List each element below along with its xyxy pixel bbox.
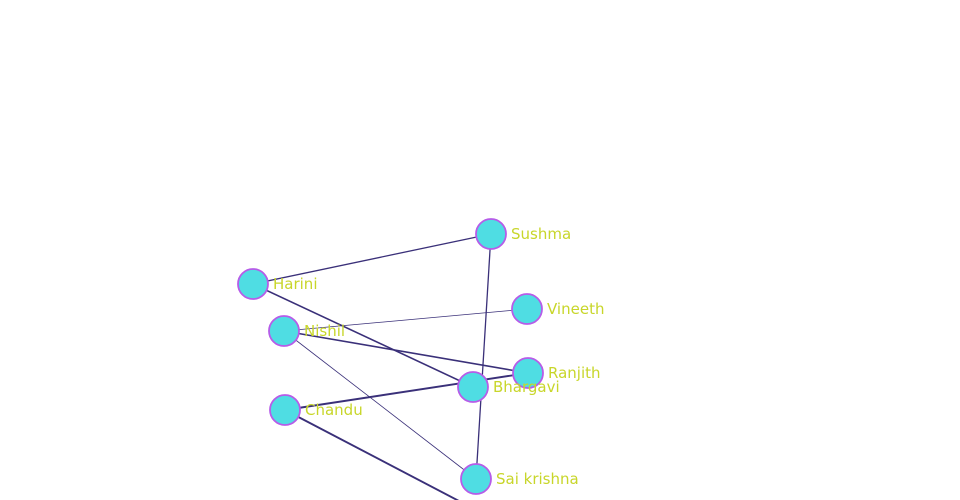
node-circle[interactable] <box>512 357 544 389</box>
node-harini[interactable]: Harini <box>237 268 317 300</box>
edge-sushma-saikrishna <box>475 233 492 480</box>
nodes-layer: Harini SushmaVineethNishilRanjithBhargavi… <box>237 218 604 495</box>
node-saikrishna[interactable]: Sai krishna <box>460 463 579 495</box>
node-circle[interactable] <box>511 293 543 325</box>
node-sushma[interactable]: Sushma <box>475 218 571 250</box>
node-label: Vineeth <box>547 300 604 318</box>
node-vineeth[interactable]: Vineeth <box>511 293 604 325</box>
edge-harini-bhargavi <box>252 283 474 388</box>
node-nishil[interactable]: Nishil <box>268 315 345 347</box>
node-label: Sushma <box>511 225 571 243</box>
edge-chandu-offscreen <box>284 409 460 500</box>
node-circle[interactable] <box>269 394 301 426</box>
node-label: Ranjith <box>548 364 601 382</box>
node-circle[interactable] <box>460 463 492 495</box>
edge-chandu-ranjith <box>284 372 529 411</box>
edges-layer <box>252 233 529 500</box>
node-circle[interactable] <box>268 315 300 347</box>
node-circle[interactable] <box>475 218 507 250</box>
node-label: Chandu <box>305 401 363 419</box>
edge-harini-sushma <box>252 233 492 285</box>
node-label: Nishil <box>304 322 345 340</box>
node-bhargavi[interactable]: Bhargavi <box>457 371 560 403</box>
node-circle[interactable] <box>237 268 269 300</box>
node-ranjith[interactable]: Ranjith <box>512 357 601 389</box>
edge-nishil-ranjith <box>283 330 529 374</box>
edge-nishil-saikrishna <box>283 330 477 480</box>
node-label: Sai krishna <box>496 470 579 488</box>
node-circle[interactable] <box>457 371 489 403</box>
node-chandu[interactable]: Chandu <box>269 394 363 426</box>
node-label: Harini <box>273 275 317 293</box>
node-label: Bhargavi <box>493 378 560 396</box>
